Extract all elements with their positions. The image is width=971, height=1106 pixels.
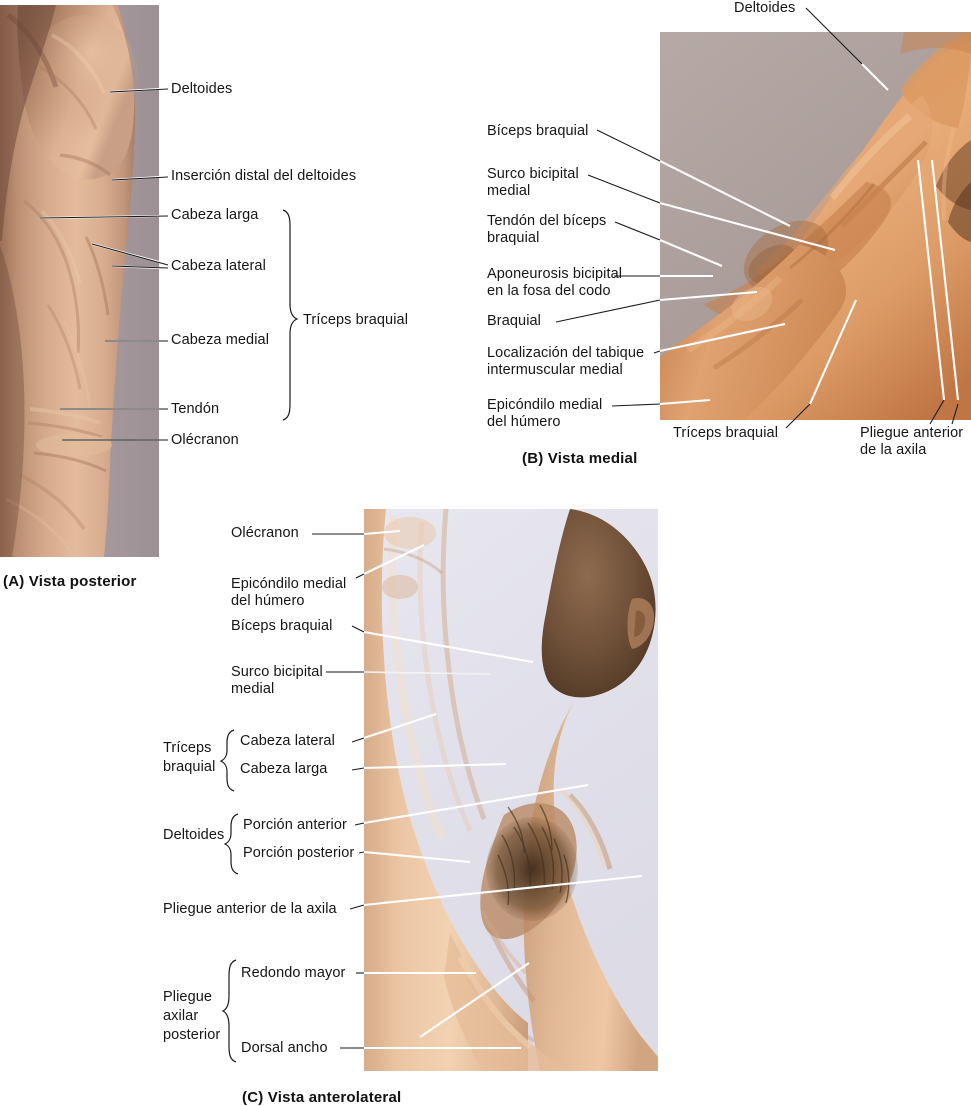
label-a-insercion: Inserción distal del deltoides xyxy=(171,168,357,184)
label-b-epicondilo-line1: Epicóndilo medial xyxy=(487,397,603,413)
label-b-pliegue-anterior-line2: de la axila xyxy=(860,442,927,458)
label-c-surco-line1: Surco bicipital xyxy=(231,664,323,680)
label-b-pliegue-anterior-line1: Pliegue anterior xyxy=(860,425,964,441)
label-c-surco-line2: medial xyxy=(231,681,275,697)
label-c-surco: Surco bicipital medial xyxy=(231,664,401,698)
label-b-aponeurosis: Aponeurosis bicipital en la fosa del cod… xyxy=(487,266,677,300)
label-b-tabique-line1: Localización del tabique xyxy=(487,345,645,361)
bracket-label-c-pliegue-axilar: Pliegue axilar posterior xyxy=(163,988,238,1045)
bracket-label-c-pliegue-axilar-line2: axilar xyxy=(163,1008,199,1024)
label-a-cabeza-lateral: Cabeza lateral xyxy=(171,258,266,274)
bracket-label-c-deltoides: Deltoides xyxy=(163,827,225,843)
bracket-label-c-triceps: Tríceps braquial xyxy=(163,739,233,777)
label-b-surco-line2: medial xyxy=(487,183,531,199)
label-b-tendon-biceps-line2: braquial xyxy=(487,230,540,246)
label-a-deltoides: Deltoides xyxy=(171,81,233,97)
label-b-tendon-biceps: Tendón del bíceps braquial xyxy=(487,213,667,247)
bracket-label-a-triceps: Tríceps braquial xyxy=(303,312,409,328)
label-a-cabeza-larga: Cabeza larga xyxy=(171,207,259,223)
label-b-aponeurosis-line1: Aponeurosis bicipital xyxy=(487,266,623,282)
label-c-redondo-mayor: Redondo mayor xyxy=(241,965,346,981)
label-a-olecranon: Olécranon xyxy=(171,432,239,448)
panel-b-photo xyxy=(660,32,971,420)
label-c-biceps: Bíceps braquial xyxy=(231,618,333,634)
label-c-olecranon: Olécranon xyxy=(231,525,299,541)
caption-panel-b: (B) Vista medial xyxy=(522,450,638,467)
label-b-surco: Surco bicipital medial xyxy=(487,166,667,200)
label-b-tabique-line2: intermuscular medial xyxy=(487,362,623,378)
caption-panel-a: (A) Vista posterior xyxy=(3,573,137,590)
label-c-dorsal-ancho: Dorsal ancho xyxy=(241,1040,328,1056)
label-c-epicondilo-line2: del húmero xyxy=(231,593,305,609)
label-b-epicondilo-line2: del húmero xyxy=(487,414,561,430)
label-b-tabique: Localización del tabique intermuscular m… xyxy=(487,345,687,379)
label-c-cabeza-larga: Cabeza larga xyxy=(240,761,328,777)
bracket-label-c-pliegue-axilar-line3: posterior xyxy=(163,1027,221,1043)
bracket-label-c-pliegue-axilar-line1: Pliegue xyxy=(163,989,213,1005)
label-c-porcion-posterior: Porción posterior xyxy=(243,845,355,861)
label-a-cabeza-medial: Cabeza medial xyxy=(171,332,270,348)
label-c-epicondilo: Epicóndilo medial del húmero xyxy=(231,576,401,610)
label-c-cabeza-lateral: Cabeza lateral xyxy=(240,733,335,749)
label-b-braquial: Braquial xyxy=(487,313,541,329)
label-b-pliegue-anterior: Pliegue anterior de la axila xyxy=(860,425,971,459)
label-a-tendon: Tendón xyxy=(171,401,220,417)
label-b-deltoides: Deltoides xyxy=(734,0,796,16)
label-c-porcion-anterior: Porción anterior xyxy=(243,817,347,833)
label-b-surco-line1: Surco bicipital xyxy=(487,166,579,182)
bracket-label-c-triceps-line1: Tríceps xyxy=(163,740,212,756)
label-b-biceps: Bíceps braquial xyxy=(487,123,589,139)
label-b-aponeurosis-line2: en la fosa del codo xyxy=(487,283,611,299)
bracket-label-c-triceps-line2: braquial xyxy=(163,759,216,775)
label-c-pliegue-anterior: Pliegue anterior de la axila xyxy=(163,901,337,917)
panel-c-photo xyxy=(364,509,658,1071)
label-b-triceps: Tríceps braquial xyxy=(673,425,779,441)
label-b-epicondilo: Epicóndilo medial del húmero xyxy=(487,397,667,431)
caption-panel-c: (C) Vista anterolateral xyxy=(242,1089,402,1106)
label-c-epicondilo-line1: Epicóndilo medial xyxy=(231,576,347,592)
panel-a-photo xyxy=(0,5,159,557)
label-b-tendon-biceps-line1: Tendón del bíceps xyxy=(487,213,607,229)
